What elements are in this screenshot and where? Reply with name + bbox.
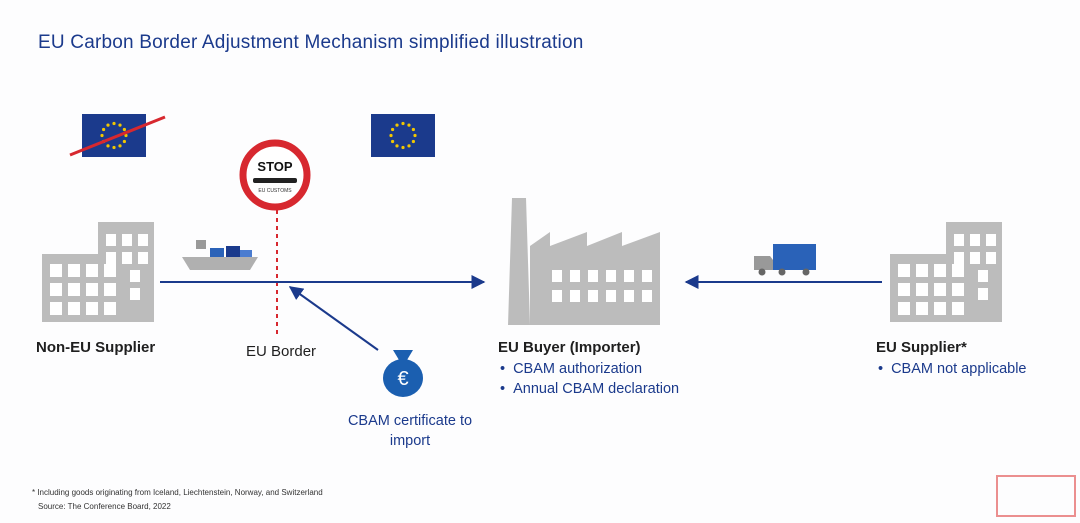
- eu-border-label: EU Border: [246, 343, 317, 360]
- stop-sign-text: STOP: [257, 159, 292, 174]
- flag-star: [106, 144, 110, 148]
- flag-star: [395, 123, 399, 127]
- flag-star: [124, 133, 128, 138]
- flag-star: [411, 139, 415, 144]
- list-item: Annual CBAM declaration: [500, 379, 679, 399]
- flag-star: [118, 123, 122, 127]
- certificate-flow-arrow: [288, 286, 379, 351]
- flag-star: [100, 133, 104, 138]
- eu-supplier-building-icon: [890, 222, 1002, 322]
- flag-star: [391, 127, 395, 132]
- watermark-stamp: [996, 475, 1076, 517]
- euro-icon: €: [397, 368, 408, 390]
- non-eu-supplier-building-icon: [42, 222, 154, 322]
- cargo-ship-icon: [182, 240, 258, 270]
- eu-flag-icon: [371, 114, 435, 157]
- eu-flag-crossed-icon: [69, 114, 166, 157]
- flag-star: [401, 145, 405, 150]
- flag-star: [118, 144, 122, 148]
- flag-star: [112, 121, 116, 126]
- flag-star: [389, 133, 393, 138]
- list-item: CBAM not applicable: [878, 359, 1026, 379]
- eu-supplier-label: EU Supplier*: [876, 339, 967, 356]
- cbam-certificate-label: CBAM certificate to import: [347, 413, 473, 449]
- eu-buyer-bullets: CBAM authorization Annual CBAM declarati…: [500, 359, 679, 399]
- flag-star: [395, 144, 399, 148]
- non-eu-supplier-label: Non-EU Supplier: [36, 339, 156, 356]
- flag-star: [122, 139, 126, 144]
- money-bag-icon: €: [383, 350, 423, 397]
- flag-star: [112, 145, 116, 150]
- eu-buyer-label: EU Buyer (Importer): [498, 339, 641, 356]
- source-note: Source: The Conference Board, 2022: [38, 502, 171, 511]
- flag-star: [413, 133, 417, 138]
- stop-sign-subtext: EU CUSTOMS: [258, 188, 292, 194]
- flag-star: [102, 127, 106, 132]
- flag-star: [411, 127, 415, 132]
- list-item: CBAM authorization: [500, 359, 679, 379]
- flag-star: [106, 123, 110, 127]
- flag-star: [122, 127, 126, 132]
- truck-icon: [754, 244, 816, 276]
- footnote: * Including goods originating from Icela…: [32, 488, 323, 497]
- flag-star: [407, 123, 411, 127]
- flag-star: [401, 121, 405, 126]
- stop-sign-icon: STOP EU CUSTOMS: [239, 139, 311, 211]
- diagram-title: EU Carbon Border Adjustment Mechanism si…: [38, 32, 584, 53]
- factory-icon: [508, 198, 660, 325]
- flag-star: [391, 139, 395, 144]
- flag-star: [407, 144, 411, 148]
- eu-supplier-bullets: CBAM not applicable: [878, 359, 1026, 379]
